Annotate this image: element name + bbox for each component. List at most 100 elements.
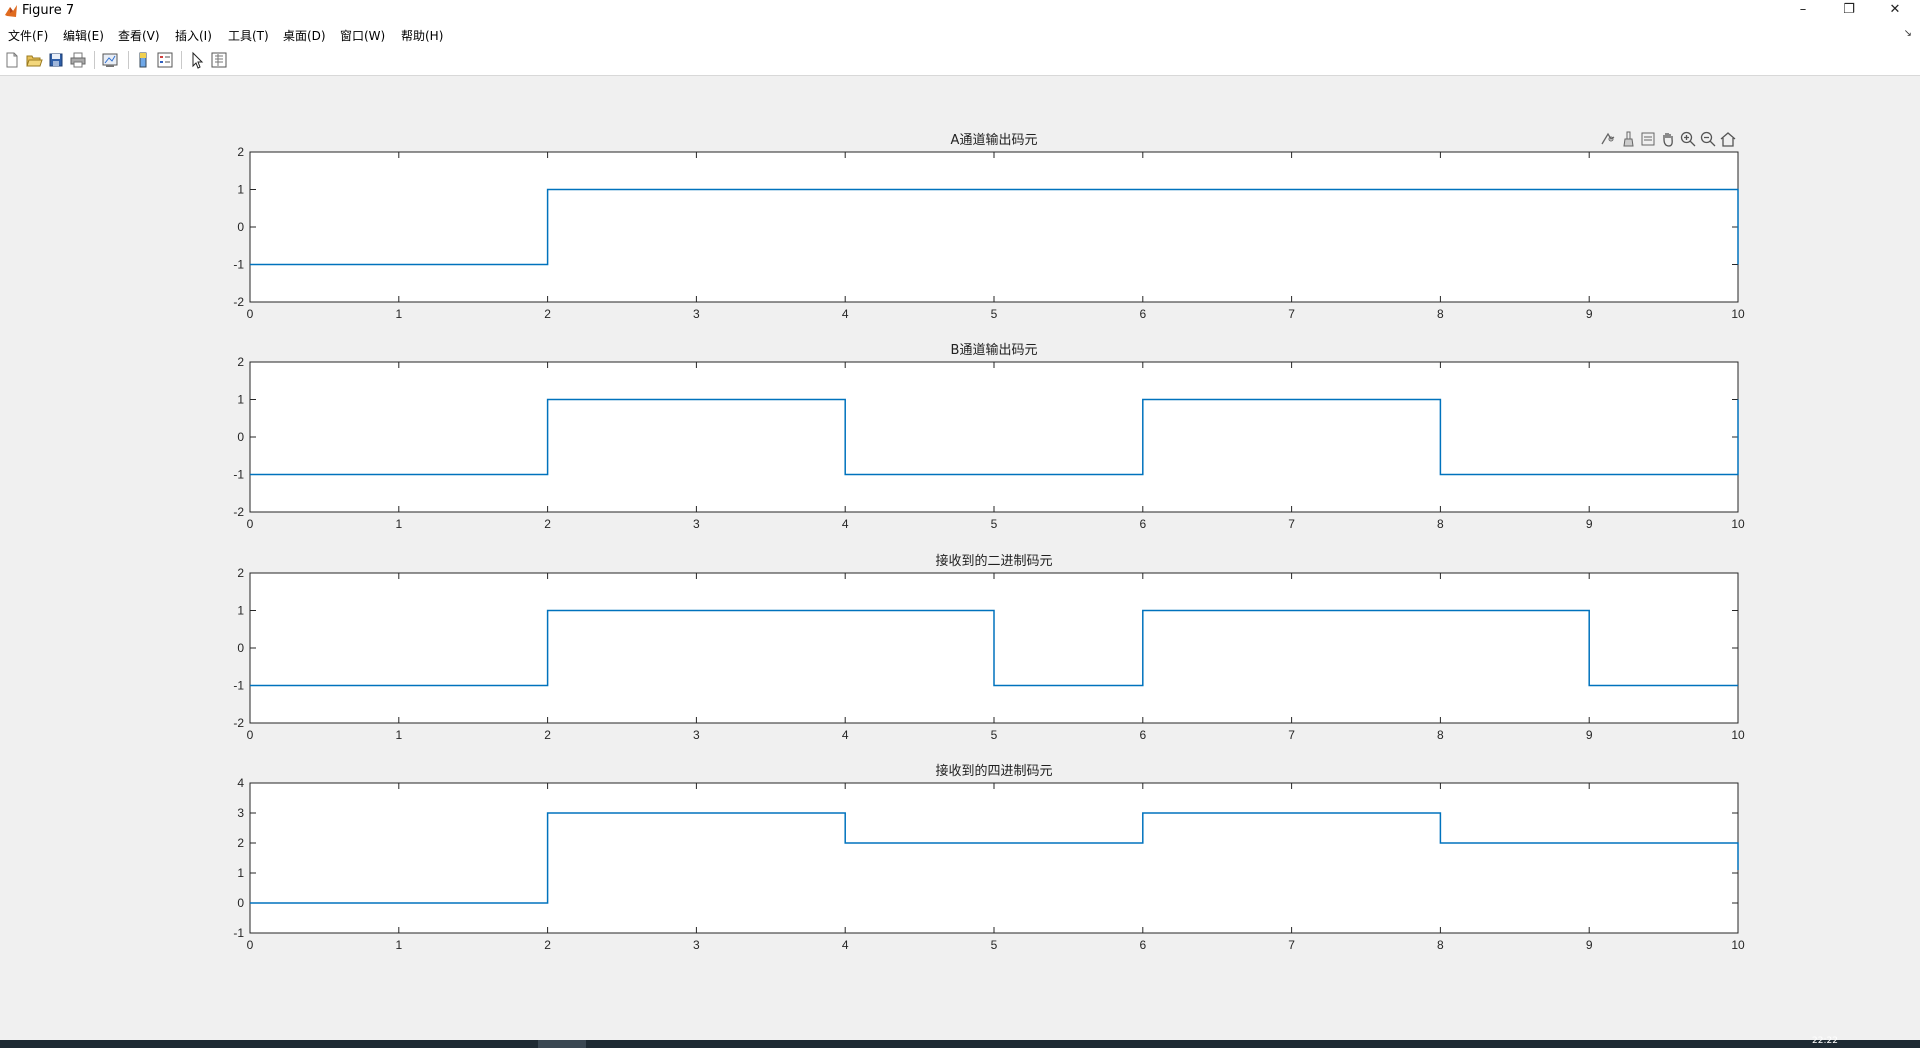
x-tick-label: 6	[1139, 517, 1146, 531]
print-icon[interactable]	[68, 50, 88, 70]
home-icon[interactable]	[1719, 130, 1737, 148]
x-tick-label: 6	[1139, 938, 1146, 952]
plot-area	[249, 151, 1739, 303]
x-tick-label: 3	[693, 728, 700, 742]
x-tick-label: 1	[395, 728, 402, 742]
y-tick-label: -1	[233, 926, 244, 940]
property-inspector-icon[interactable]	[209, 50, 229, 70]
x-tick-label: 2	[544, 517, 551, 531]
x-tick-label: 0	[247, 517, 254, 531]
y-tick-label: -1	[233, 468, 244, 482]
pan-icon[interactable]	[1659, 130, 1677, 148]
y-tick-label: 4	[237, 776, 244, 790]
window-title: Figure 7	[22, 3, 75, 18]
export-icon[interactable]	[1639, 130, 1657, 148]
series-line	[250, 188, 1739, 266]
toolbar-separator	[181, 51, 182, 69]
taskbar: 22:22	[0, 1036, 1920, 1048]
x-tick-label: 8	[1437, 938, 1444, 952]
x-tick-label: 7	[1288, 728, 1295, 742]
subplot-title: B通道输出码元	[951, 342, 1038, 358]
menu-window[interactable]: 窗口(W)	[340, 29, 386, 43]
x-tick-label: 7	[1288, 517, 1295, 531]
figure-toolbar	[0, 46, 1920, 76]
legend-icon[interactable]	[155, 50, 175, 70]
data-cursor-icon[interactable]	[1599, 130, 1617, 148]
x-tick-label: 9	[1586, 728, 1593, 742]
taskbar-app-button[interactable]	[538, 1040, 586, 1048]
dock-arrow-icon[interactable]: ↘	[1903, 28, 1912, 39]
y-tick-label: 0	[237, 220, 244, 234]
x-tick-label: 4	[842, 728, 849, 742]
menu-file[interactable]: 文件(F)	[8, 29, 49, 43]
x-tick-label: 3	[693, 307, 700, 321]
new-figure-icon[interactable]	[2, 50, 22, 70]
toolbar-separator	[128, 51, 129, 69]
taskbar-clock: 22:22	[1812, 1036, 1838, 1046]
y-tick-label: 0	[237, 641, 244, 655]
x-tick-label: 9	[1586, 307, 1593, 321]
x-tick-label: 0	[247, 307, 254, 321]
edit-plot-arrow-icon[interactable]	[187, 50, 207, 70]
toolbar-separator	[94, 51, 95, 69]
x-tick-label: 0	[247, 728, 254, 742]
x-tick-label: 0	[247, 938, 254, 952]
y-tick-label: 0	[237, 430, 244, 444]
y-tick-label: -1	[233, 679, 244, 693]
save-icon[interactable]	[46, 50, 66, 70]
y-tick-label: 1	[237, 393, 244, 407]
minimize-button[interactable]: –	[1799, 2, 1807, 17]
x-tick-label: 2	[544, 307, 551, 321]
menu-edit[interactable]: 编辑(E)	[63, 29, 104, 43]
x-tick-label: 5	[991, 307, 998, 321]
x-tick-label: 2	[544, 938, 551, 952]
x-tick-label: 1	[395, 307, 402, 321]
link-plot-icon[interactable]	[100, 50, 120, 70]
x-tick-label: 10	[1731, 938, 1745, 952]
subplot-title: A通道输出码元	[951, 132, 1038, 148]
menu-help[interactable]: 帮助(H)	[401, 29, 444, 43]
y-tick-label: 2	[237, 836, 244, 850]
x-tick-label: 8	[1437, 728, 1444, 742]
y-tick-label: 2	[237, 566, 244, 580]
brush-icon[interactable]	[1619, 130, 1637, 148]
zoom-in-icon[interactable]	[1679, 130, 1697, 148]
y-tick-label: 3	[237, 806, 244, 820]
x-tick-label: 1	[395, 938, 402, 952]
y-tick-label: 1	[237, 604, 244, 618]
x-tick-label: 4	[842, 517, 849, 531]
menu-insert[interactable]: 插入(I)	[175, 29, 212, 43]
open-file-icon[interactable]	[24, 50, 44, 70]
series-line	[250, 398, 1739, 476]
menu-view[interactable]: 查看(V)	[118, 29, 160, 43]
x-tick-label: 5	[991, 728, 998, 742]
y-tick-label: 2	[237, 145, 244, 159]
zoom-out-icon[interactable]	[1699, 130, 1717, 148]
y-tick-label: 0	[237, 896, 244, 910]
menu-tools[interactable]: 工具(T)	[228, 29, 269, 43]
colorbar-icon[interactable]	[133, 50, 153, 70]
x-tick-label: 10	[1731, 307, 1745, 321]
matlab-icon	[5, 5, 17, 17]
x-tick-label: 10	[1731, 728, 1745, 742]
x-tick-label: 1	[395, 517, 402, 531]
y-tick-label: -2	[233, 295, 244, 309]
maximize-button[interactable]: ❐	[1843, 2, 1855, 17]
x-tick-label: 9	[1586, 938, 1593, 952]
x-tick-label: 10	[1731, 517, 1745, 531]
menu-bar: 文件(F) 编辑(E) 查看(V) 插入(I) 工具(T) 桌面(D) 窗口(W…	[0, 22, 1920, 46]
x-tick-label: 8	[1437, 307, 1444, 321]
x-tick-label: 6	[1139, 728, 1146, 742]
series-line	[250, 812, 1739, 904]
menu-desktop[interactable]: 桌面(D)	[283, 29, 326, 43]
close-button[interactable]: ✕	[1889, 2, 1901, 17]
subplot-title: 接收到的四进制码元	[935, 763, 1052, 779]
x-tick-label: 9	[1586, 517, 1593, 531]
x-tick-label: 6	[1139, 307, 1146, 321]
y-tick-label: -2	[233, 716, 244, 730]
